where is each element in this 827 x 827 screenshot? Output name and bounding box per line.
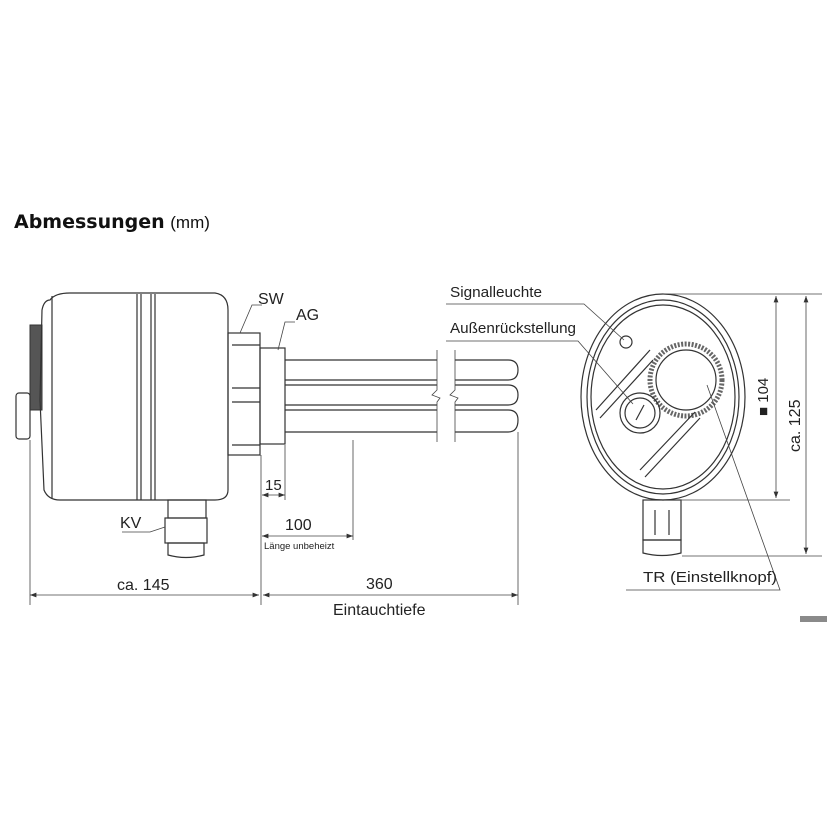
front-gland — [642, 499, 682, 557]
dim-360: 360 — [366, 576, 393, 593]
setpoint-knob — [647, 341, 725, 419]
label-tr: TR (Einstellknopf) — [643, 569, 777, 586]
front-view — [580, 293, 746, 557]
cable-gland — [164, 499, 208, 559]
label-ag: AG — [296, 307, 319, 324]
reset-button — [619, 392, 661, 434]
dim-125: ca. 125 — [787, 399, 804, 452]
dim-145: ca. 145 — [117, 577, 170, 594]
side-knob — [15, 392, 31, 440]
heating-tubes — [285, 350, 519, 442]
knurled-dial — [29, 324, 43, 411]
hex-nut — [227, 332, 261, 456]
edge-marker — [800, 616, 827, 622]
label-kv: KV — [120, 515, 142, 532]
label-reset: Außenrückstellung — [450, 320, 576, 337]
housing — [39, 292, 229, 501]
dim-100-note: Länge unbeheizt — [264, 541, 335, 552]
side-view — [15, 292, 519, 559]
label-sw: SW — [258, 291, 285, 308]
title-main: Abmessungen — [14, 211, 165, 233]
dimensions-front — [663, 293, 822, 557]
label-signal: Signalleuchte — [450, 284, 542, 301]
signal-light — [619, 335, 633, 349]
page-title: Abmessungen (mm) — [14, 211, 210, 234]
title-unit: (mm) — [170, 213, 210, 232]
thread — [259, 347, 286, 445]
dim-100: 100 — [285, 517, 312, 534]
dim-15: 15 — [265, 477, 282, 494]
dimensions-side — [29, 432, 519, 605]
dim-360-note: Eintauchtiefe — [333, 602, 426, 619]
dim-104: ■ 104 — [755, 378, 772, 416]
